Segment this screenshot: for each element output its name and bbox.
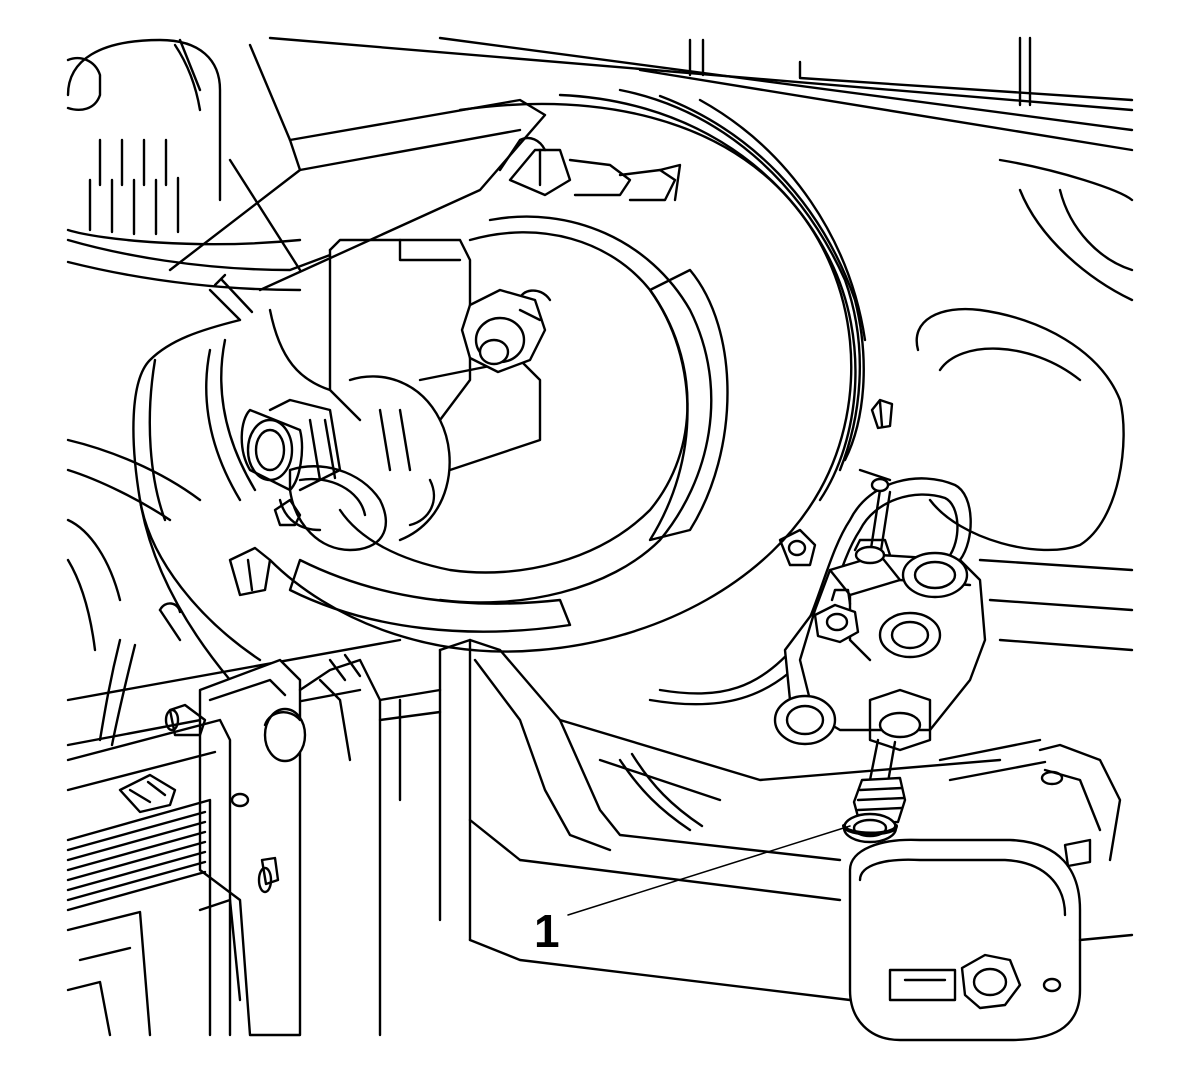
- valve-mounting-bracket: [848, 738, 1134, 1042]
- brake-line-fitting: [842, 738, 907, 844]
- pressure-sensor-connector: [240, 398, 342, 492]
- brake-pressure-valve-block: [773, 538, 987, 752]
- fluid-level-sensor-connector: [498, 136, 682, 202]
- callout-label: 1: [534, 905, 560, 957]
- brake-lines: [98, 273, 972, 832]
- brake-booster: [205, 88, 867, 653]
- brake-fluid-reservoir: [66, 38, 547, 292]
- callout-1: 1: [534, 825, 851, 957]
- master-cylinder: [268, 238, 552, 552]
- left-support-bracket: [118, 653, 382, 1037]
- lower-crossmember: [378, 638, 852, 1002]
- left-module-housing: [66, 718, 280, 1037]
- callout-leader-line: [567, 825, 851, 916]
- booster-mounting-nut: [460, 288, 547, 374]
- fastener-details: [158, 398, 894, 614]
